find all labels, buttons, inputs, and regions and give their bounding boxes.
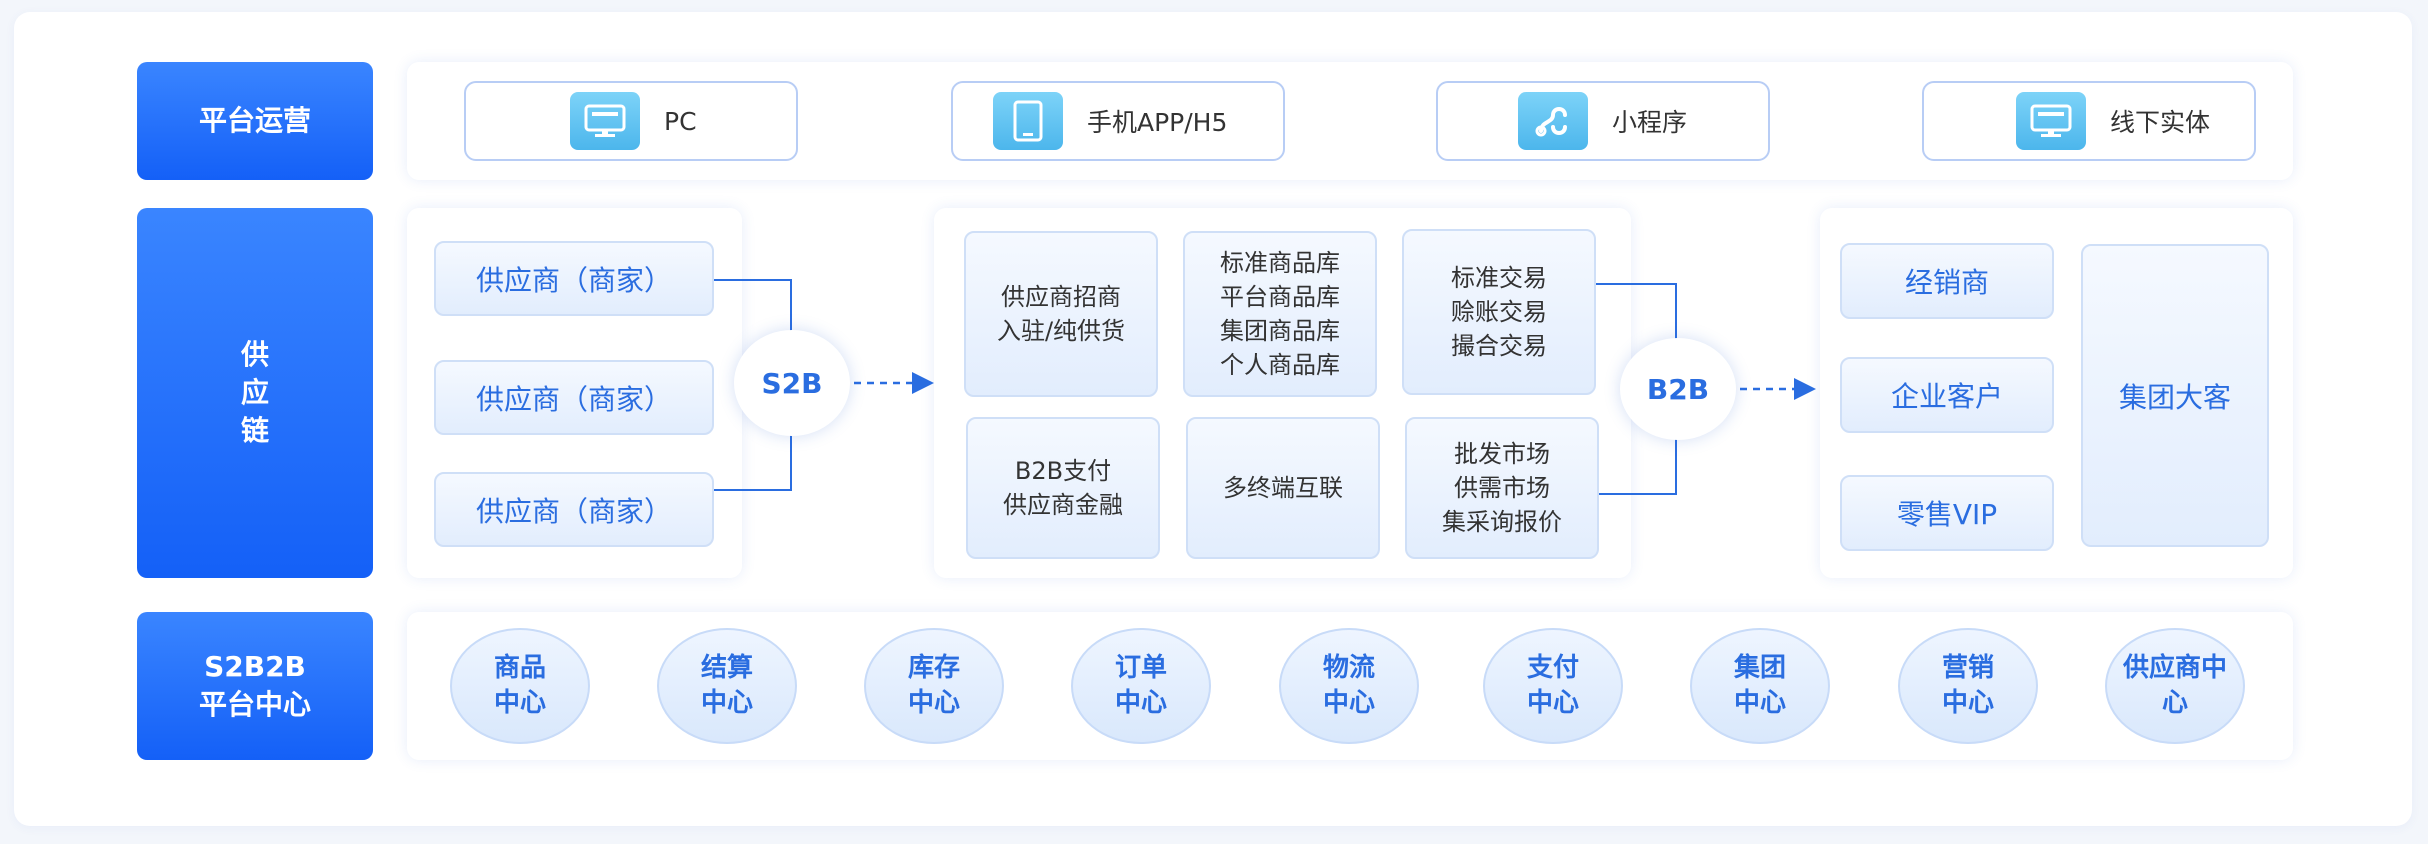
mini-program-icon	[1518, 92, 1588, 150]
center-node: 物流中心	[1279, 628, 1419, 744]
row-label-line: 平台中心	[198, 688, 311, 721]
center-node: 供应商中心	[2105, 628, 2245, 744]
center-line: 中心	[493, 688, 546, 718]
center-node: 营销中心	[1898, 628, 2038, 744]
customer-label: 企业客户	[1890, 380, 2003, 413]
center-line: 中心	[907, 688, 960, 718]
customer-label: 零售VIP	[1896, 498, 1998, 531]
feature-line: 多终端互联	[1223, 474, 1343, 502]
feature-line: 撮合交易	[1451, 332, 1547, 360]
feature-line: 入驻/纯供货	[996, 317, 1126, 345]
feature-box: B2B支付 供应商金融	[966, 417, 1160, 559]
row-label-char: 供	[240, 338, 269, 371]
monitor-icon	[570, 92, 640, 150]
center-line: 商品	[493, 653, 546, 683]
row-label-s2b2b: S2B2B 平台中心	[137, 612, 373, 760]
center-line: 供应商中	[2122, 653, 2227, 683]
s2b-label: S2B	[761, 366, 823, 400]
center-line: 中心	[1733, 688, 1786, 718]
center-line: 支付	[1526, 653, 1579, 683]
row-label-line: S2B2B	[204, 650, 306, 683]
monitor-icon	[2016, 92, 2086, 150]
feature-line: 平台商品库	[1220, 283, 1340, 311]
center-line: 物流	[1322, 653, 1375, 683]
channel-label: PC	[664, 106, 697, 136]
feature-line: 标准商品库	[1220, 249, 1340, 277]
center-node: 支付中心	[1483, 628, 1623, 744]
feature-box: 标准商品库 平台商品库 集团商品库 个人商品库	[1183, 231, 1377, 397]
center-node: 结算中心	[657, 628, 797, 744]
feature-line: 集团商品库	[1220, 317, 1340, 345]
feature-line: B2B支付	[1014, 457, 1112, 485]
supplier-box: 供应商（商家）	[434, 360, 714, 435]
center-line: 中心	[1941, 688, 1994, 718]
center-node: 商品中心	[450, 628, 590, 744]
center-line: 营销	[1941, 653, 1994, 683]
feature-line: 集采询报价	[1442, 508, 1562, 536]
channel-offline: 线下实体	[1922, 81, 2256, 161]
center-line: 中心	[1526, 688, 1579, 718]
center-line: 心	[2161, 688, 2188, 718]
feature-line: 标准交易	[1451, 264, 1547, 292]
tablet-icon	[993, 92, 1063, 150]
center-line: 中心	[1322, 688, 1375, 718]
channel-label: 线下实体	[2110, 108, 2211, 137]
center-line: 集团	[1733, 653, 1786, 683]
feature-line: 个人商品库	[1220, 351, 1340, 379]
channel-mini-program: 小程序	[1436, 81, 1770, 161]
supplier-label: 供应商（商家）	[475, 494, 672, 528]
feature-line: 赊账交易	[1451, 298, 1547, 326]
customer-box: 零售VIP	[1840, 475, 2054, 551]
big-customer-label: 集团大客	[2118, 380, 2231, 414]
feature-box: 供应商招商 入驻/纯供货	[964, 231, 1158, 397]
center-node: 库存中心	[864, 628, 1004, 744]
feature-line: 供应商招商	[1001, 283, 1121, 311]
supplier-box: 供应商（商家）	[434, 472, 714, 547]
feature-box: 批发市场 供需市场 集采询报价	[1405, 417, 1599, 559]
feature-line: 批发市场	[1454, 440, 1550, 468]
supplier-box: 供应商（商家）	[434, 241, 714, 316]
row-label-platform-ops: 平台运营	[137, 62, 373, 180]
row-label-text: 平台运营	[198, 104, 311, 137]
b2b-node: B2B	[1620, 338, 1736, 440]
row-label-char: 链	[240, 414, 269, 447]
customer-box: 经销商	[1840, 243, 2054, 319]
center-node: 集团中心	[1690, 628, 1830, 744]
center-line: 库存	[907, 653, 960, 683]
customer-box: 企业客户	[1840, 357, 2054, 433]
feature-line: 供需市场	[1454, 474, 1550, 502]
row-label-char: 应	[240, 376, 269, 409]
s2b-node: S2B	[734, 330, 850, 436]
big-customer-box: 集团大客	[2081, 244, 2269, 547]
center-line: 订单	[1114, 653, 1167, 683]
supplier-label: 供应商（商家）	[475, 382, 672, 416]
center-node: 订单中心	[1071, 628, 1211, 744]
channel-label: 小程序	[1612, 108, 1688, 137]
row-label-supply-chain: 供 应 链	[137, 208, 373, 578]
channel-app: 手机APP/H5	[951, 81, 1285, 161]
center-line: 中心	[700, 688, 753, 718]
center-line: 结算	[700, 653, 753, 683]
channel-pc: PC	[464, 81, 798, 161]
feature-box: 多终端互联	[1186, 417, 1380, 559]
center-line: 中心	[1114, 688, 1167, 718]
feature-box: 标准交易 赊账交易 撮合交易	[1402, 229, 1596, 395]
channel-label: 手机APP/H5	[1087, 108, 1228, 137]
customer-label: 经销商	[1904, 266, 1989, 299]
supplier-label: 供应商（商家）	[475, 263, 672, 297]
feature-line: 供应商金融	[1003, 491, 1123, 519]
b2b-label: B2B	[1646, 372, 1710, 406]
